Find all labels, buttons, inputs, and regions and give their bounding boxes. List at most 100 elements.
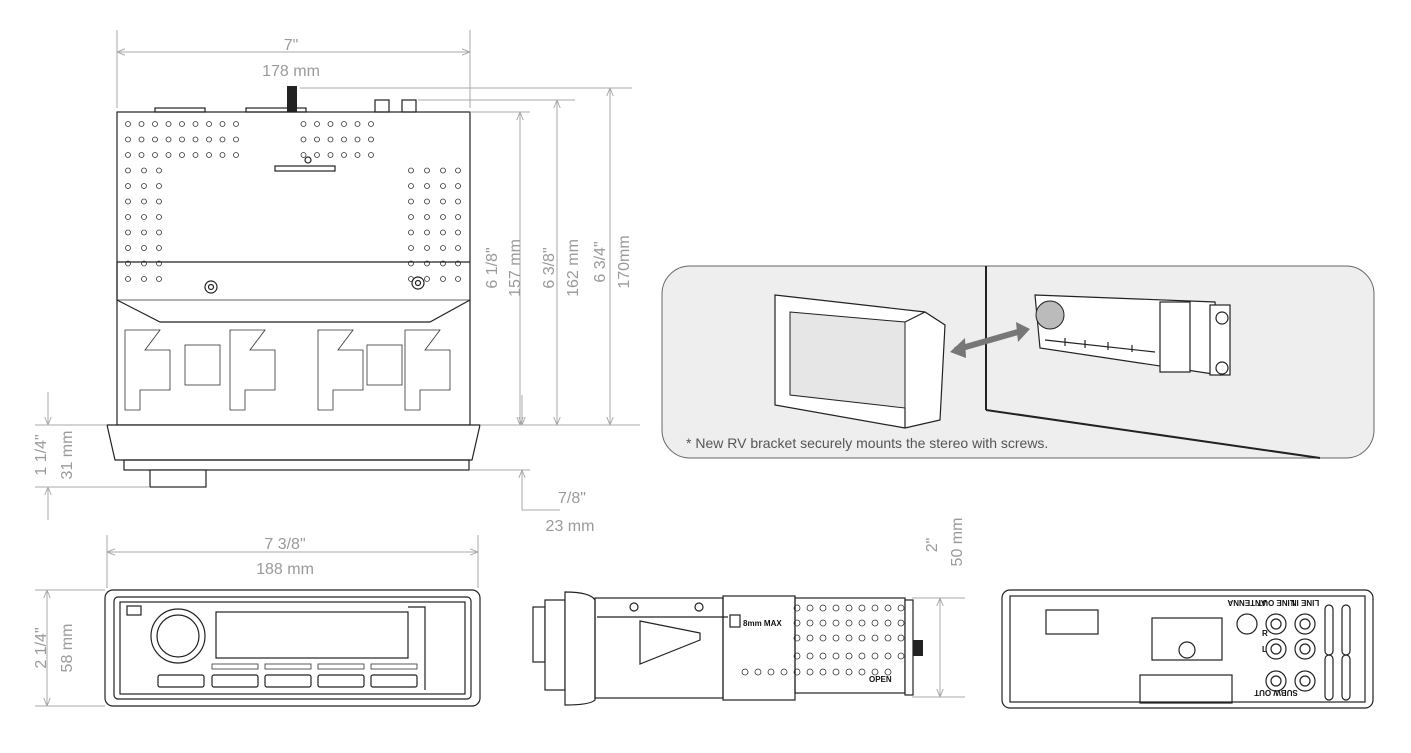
preset-button xyxy=(370,674,418,688)
vent-hole xyxy=(455,245,461,251)
vent-hole xyxy=(408,229,414,236)
rca-jack xyxy=(1265,613,1287,635)
vent-hole xyxy=(219,121,226,127)
mounting-brackets xyxy=(124,329,451,411)
vent-hole xyxy=(125,229,131,236)
vent-hole xyxy=(819,619,827,627)
button-divider xyxy=(370,663,418,670)
vent-hole xyxy=(819,668,827,676)
vent-hole xyxy=(125,183,131,189)
vent-hole xyxy=(440,167,446,174)
vent-hole xyxy=(819,604,827,612)
dim-imperial: 2" xyxy=(924,538,941,553)
vent-hole xyxy=(141,167,147,174)
vent-hole xyxy=(233,121,239,127)
vent-hole xyxy=(408,245,414,251)
vent-hole xyxy=(845,652,853,660)
vent-hole xyxy=(871,619,879,627)
vent-hole xyxy=(368,136,374,143)
dim-imperial: 7" xyxy=(284,37,299,54)
vent-hole xyxy=(780,668,788,676)
dimension-faceplate-depth: 1 1/4" 31 mm xyxy=(33,392,150,520)
dim-imperial: 1 1/4" xyxy=(33,434,50,475)
vent-hole xyxy=(845,604,853,612)
bracket-tab xyxy=(317,329,364,411)
vent-hole xyxy=(424,214,430,220)
vent-hole xyxy=(440,198,446,205)
rca-jack xyxy=(1294,638,1316,660)
dimension-depth-157: 6 1/8" 157 mm xyxy=(470,111,640,426)
vent-hole xyxy=(141,229,147,236)
dim-imperial: 6 3/4" xyxy=(592,241,609,282)
vent-hole xyxy=(424,245,430,251)
preset-button xyxy=(157,674,205,688)
vent-hole xyxy=(793,668,801,676)
vent-hole xyxy=(832,668,840,676)
top-view xyxy=(106,86,481,488)
antenna-label: ANTENNA xyxy=(1227,598,1266,607)
side-vent-holes xyxy=(741,604,905,676)
rca-jack xyxy=(1265,638,1287,660)
vent-hole xyxy=(884,604,892,612)
dim-metric: 58 mm xyxy=(59,624,76,673)
rca-jack xyxy=(1265,670,1287,692)
vent-hole xyxy=(192,121,199,127)
vent-hole xyxy=(179,152,185,158)
vent-hole xyxy=(832,619,840,627)
vent-hole xyxy=(897,634,905,642)
vent-hole xyxy=(314,121,320,127)
vent-hole xyxy=(192,136,199,143)
vent-hole xyxy=(156,183,162,189)
vent-hole xyxy=(152,136,158,143)
vent-hole xyxy=(219,152,226,158)
button-divider xyxy=(211,663,259,670)
preset-button xyxy=(317,674,365,688)
vent-hole xyxy=(424,167,430,174)
vent-hole xyxy=(125,167,131,174)
dim-metric: 31 mm xyxy=(59,431,76,480)
vent-hole xyxy=(141,245,147,251)
vent-hole xyxy=(125,214,131,220)
vent-hole xyxy=(138,152,145,158)
vent-hole xyxy=(125,136,131,143)
vent-hole xyxy=(125,152,131,158)
dimension-width-top: 7" 178 mm xyxy=(116,30,471,108)
vent-hole xyxy=(165,136,172,143)
vent-hole xyxy=(767,668,775,676)
vent-hole xyxy=(138,136,145,143)
rca-jack xyxy=(1294,670,1316,692)
vent-hole xyxy=(806,668,814,676)
vent-hole xyxy=(455,260,461,267)
vent-hole xyxy=(141,260,147,267)
vent-hole xyxy=(138,121,145,127)
dimension-knob-depth: 7/8" 23 mm xyxy=(470,395,594,535)
rv-bracket-image xyxy=(774,294,946,429)
front-buttons xyxy=(157,663,418,688)
dimension-height-front: 2 1/4" 58 mm xyxy=(33,589,105,707)
dimension-height-side: 2" 50 mm xyxy=(912,518,966,698)
preset-button xyxy=(264,674,312,688)
front-view xyxy=(104,589,481,707)
vent-hole xyxy=(125,276,131,282)
vent-hole xyxy=(206,136,212,143)
vent-hole xyxy=(125,260,131,267)
vent-hole xyxy=(354,152,361,158)
vent-hole xyxy=(141,198,147,205)
vent-hole xyxy=(314,152,320,158)
open-label: OPEN xyxy=(869,675,892,684)
vent-hole xyxy=(341,136,347,143)
vent-hole xyxy=(368,121,374,127)
vent-hole xyxy=(793,634,801,642)
wiring-connector xyxy=(1045,609,1099,635)
vent-hole xyxy=(871,634,879,642)
dim-imperial: 6 3/8" xyxy=(541,247,558,288)
dim-metric: 50 mm xyxy=(949,518,966,567)
right-channel-label: R xyxy=(1262,629,1268,638)
vent-hole xyxy=(179,136,185,143)
vent-hole xyxy=(754,668,762,676)
dim-metric: 170mm xyxy=(616,235,633,288)
vent-hole xyxy=(741,668,749,676)
chassis-vent-holes xyxy=(125,121,461,282)
vent-hole xyxy=(233,136,239,143)
dim-metric: 178 mm xyxy=(262,63,320,80)
